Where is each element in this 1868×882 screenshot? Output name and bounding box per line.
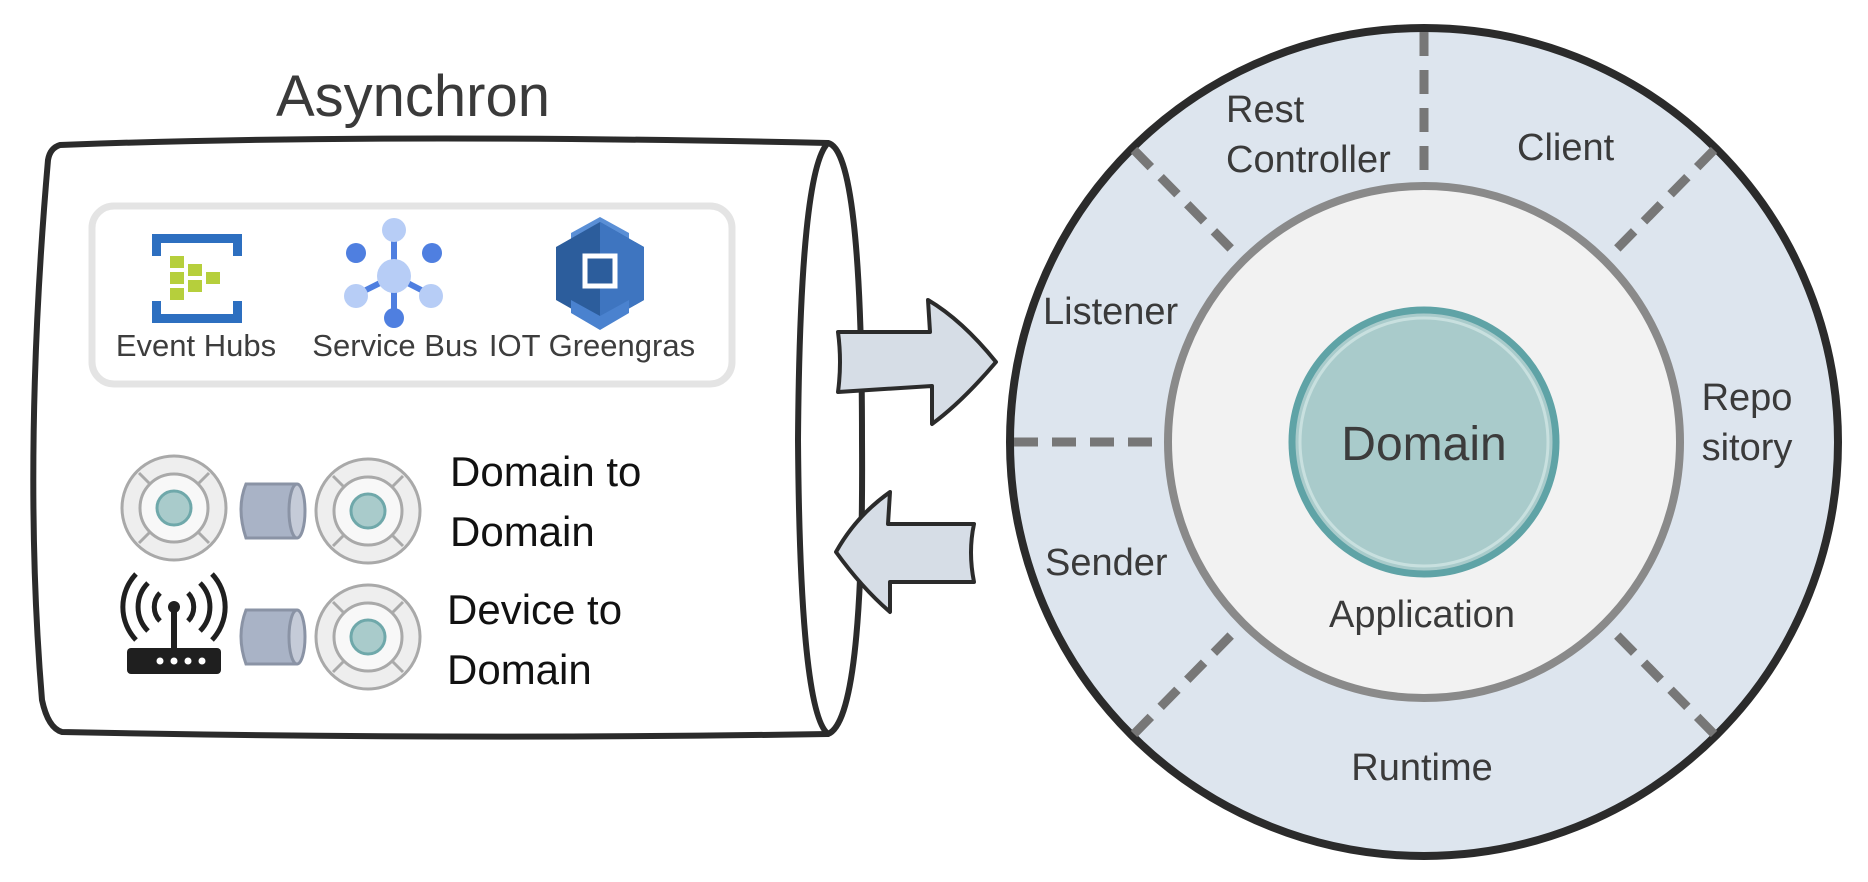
iot-greengrass-icon: [556, 217, 644, 330]
repository-line2: sitory: [1702, 427, 1793, 469]
hexagon-node-icon-left: [120, 454, 228, 562]
domain-to-domain-line1: Domain to: [450, 448, 641, 495]
segment-dividers: [1014, 32, 1718, 738]
domain-core-inner-line: [1298, 316, 1550, 568]
event-hubs-label: Event Hubs: [116, 328, 276, 363]
arrow-left: [834, 490, 976, 614]
hexagon-node-icon-device: [314, 583, 422, 691]
device-to-domain-line2: Domain: [447, 646, 592, 693]
asynchron-panel: Asynchron Event Hubs: [30, 64, 866, 740]
queue-cylinder-icon-2: [239, 608, 307, 666]
domain-label: Domain: [1341, 418, 1506, 471]
device-to-domain-line1: Device to: [447, 586, 622, 633]
flow-arrows: [834, 298, 998, 614]
architecture-ring: Domain Application Rest Controller Clien…: [1006, 24, 1842, 860]
listener-label: Listener: [1043, 291, 1179, 333]
event-hubs-icon: [152, 234, 242, 323]
domain-core: [1288, 306, 1560, 578]
iot-greengrass-label: IOT Greengras: [489, 328, 695, 363]
client-label: Client: [1517, 127, 1615, 169]
arrow-right: [836, 298, 998, 426]
hexagon-node-icon-right: [314, 457, 422, 565]
rest-controller-line1: Rest: [1226, 89, 1305, 131]
router-icon: [120, 572, 228, 674]
queue-cylinder-icon-1: [239, 482, 307, 540]
sender-label: Sender: [1045, 542, 1168, 584]
domain-to-domain-line2: Domain: [450, 508, 595, 555]
service-bus-label: Service Bus: [312, 328, 477, 363]
application-label: Application: [1329, 594, 1515, 636]
pipe-end-ellipse: [794, 140, 831, 737]
asynchron-title: Asynchron: [276, 64, 550, 129]
repository-line1: Repo: [1702, 377, 1793, 419]
service-bus-icon: [344, 218, 443, 328]
rest-controller-line2: Controller: [1226, 139, 1391, 181]
runtime-label: Runtime: [1351, 747, 1493, 789]
